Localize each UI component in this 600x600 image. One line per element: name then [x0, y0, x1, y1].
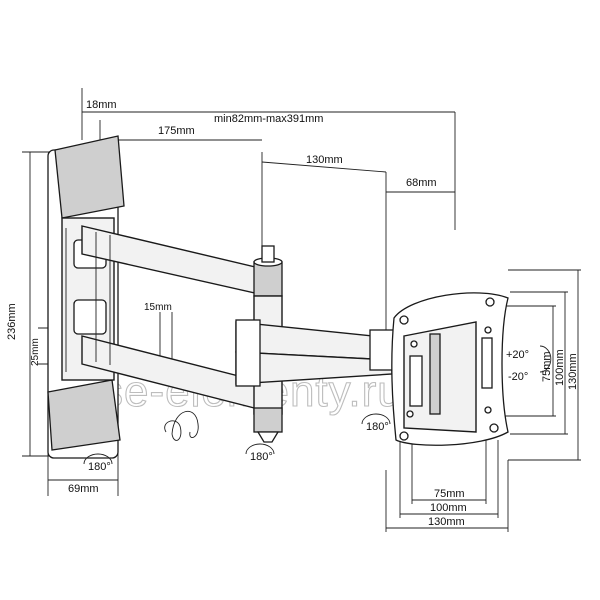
arm-1: [81, 225, 283, 443]
label-68mm: 68mm: [406, 177, 437, 189]
label-rotate-head: 180°: [366, 421, 389, 433]
label-rotate-joint: 180°: [250, 451, 273, 463]
label-vesa-h-130: 130mm: [428, 516, 465, 528]
label-130mm-arm: 130mm: [306, 154, 343, 166]
label-236mm: 236mm: [6, 303, 18, 340]
label-total: min82mm-max391mm: [214, 113, 323, 125]
label-tilt-down: -20°: [508, 371, 528, 383]
label-vesa-h-75: 75mm: [434, 488, 465, 500]
label-vesa-v-100: 100mm: [554, 349, 566, 386]
dimension-labels: 18mm min82mm-max391mm 175mm 130mm 68mm 2…: [6, 99, 579, 528]
tv-plate: [391, 292, 509, 446]
label-vesa-v-130: 130mm: [567, 353, 579, 390]
label-tilt-up: +20°: [506, 349, 529, 361]
wall-plate: [47, 135, 125, 459]
label-25mm: 25mm: [30, 338, 41, 366]
cable-hook: [164, 410, 199, 441]
label-vesa-h-100: 100mm: [430, 502, 467, 514]
label-18mm: 18mm: [86, 99, 117, 111]
label-vesa-v-75: 75mm: [541, 351, 553, 382]
label-175mm: 175mm: [158, 125, 195, 137]
arm-2: [235, 319, 395, 387]
label-69mm: 69mm: [68, 483, 99, 495]
rotation-arrows: [83, 345, 552, 465]
label-rotate-wall: 180°: [88, 461, 111, 473]
dimension-lines: [22, 88, 581, 532]
label-15mm: 15mm: [144, 302, 172, 313]
